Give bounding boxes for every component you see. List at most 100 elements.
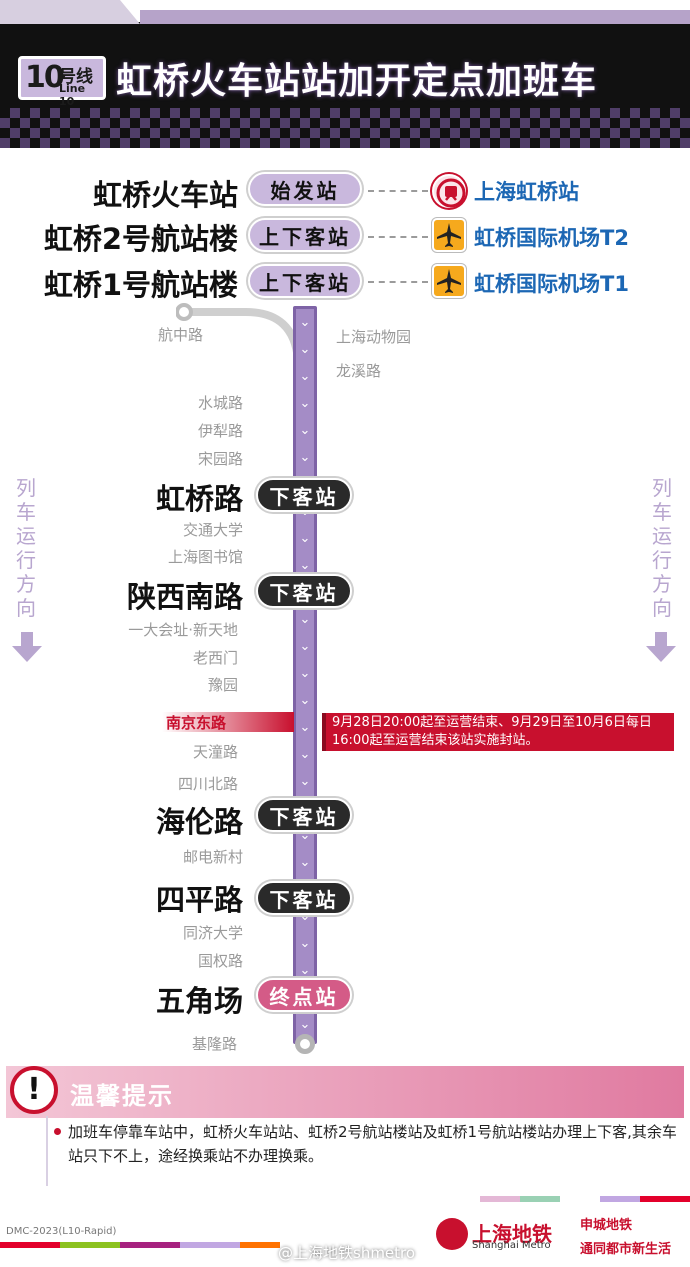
transfer-hongqiao-station: 上海虹桥站 <box>474 180 579 204</box>
station-sichuan-north: 四川北路 <box>177 775 238 793</box>
metro-logo-icon <box>436 1218 468 1250</box>
line-color-bar <box>480 1196 520 1202</box>
line-en: Line 10 <box>59 82 86 108</box>
track-chevron: ⌄ <box>299 1017 311 1032</box>
station-shaanxi-south: 陕西南路 <box>126 580 243 614</box>
track-chevron: ⌄ <box>299 774 311 789</box>
line-track <box>293 306 317 1044</box>
track-chevron: ⌄ <box>299 531 311 546</box>
tag-board-alight-t2: 上下客站 <box>248 218 362 252</box>
line-color-bar <box>240 1242 280 1248</box>
line-color-bar <box>120 1242 180 1248</box>
tag-terminal: 终点站 <box>256 978 352 1012</box>
track-chevron: ⌄ <box>299 612 311 627</box>
station-youdian: 邮电新村 <box>182 848 243 866</box>
down-arrow-icon <box>12 632 42 662</box>
slogan-line1: 申城地铁 <box>580 1218 633 1233</box>
station-jilong: 基隆路 <box>192 1035 238 1053</box>
track-chevron: ⌄ <box>299 369 311 384</box>
header-corner-band <box>0 0 140 24</box>
track-chevron: ⌄ <box>299 855 311 870</box>
track-chevron: ⌄ <box>299 639 311 654</box>
station-hailun: 海伦路 <box>155 805 243 839</box>
station-tiantong: 天潼路 <box>192 743 238 761</box>
checker-pattern <box>0 108 690 148</box>
line-hao: 号线 <box>59 67 93 87</box>
direction-label-left: 列车运行方向 <box>16 476 36 620</box>
down-arrow-icon <box>646 632 676 662</box>
station-yidahui: 一大会址·新天地 <box>128 621 238 639</box>
direction-label-right: 列车运行方向 <box>652 476 672 620</box>
tag-alight-only: 下客站 <box>256 798 352 832</box>
track-chevron: ⌄ <box>299 963 311 978</box>
transfer-connector <box>368 236 428 238</box>
station-siping: 四平路 <box>155 883 243 917</box>
station-yili: 伊犁路 <box>197 422 243 440</box>
transfer-connector <box>368 190 428 192</box>
airplane-icon <box>432 218 466 252</box>
track-chevron: ⌄ <box>299 315 311 330</box>
weibo-watermark: @上海地铁shmetro <box>278 1244 416 1262</box>
track-chevron: ⌄ <box>299 936 311 951</box>
metro-logo-en: Shanghai Metro <box>472 1240 551 1251</box>
track-chevron: ⌄ <box>299 720 311 735</box>
track-chevron: ⌄ <box>299 342 311 357</box>
track-chevron: ⌄ <box>299 666 311 681</box>
line-color-bar <box>180 1242 240 1248</box>
station-guoquan: 国权路 <box>197 952 243 970</box>
transfer-airport-t2: 虹桥国际机场T2 <box>474 226 629 250</box>
page-title: 虹桥火车站站加开定点加班车 <box>116 61 598 102</box>
line-color-bar <box>520 1196 560 1202</box>
tag-alight-only: 下客站 <box>256 478 352 512</box>
bullet-icon <box>54 1128 61 1135</box>
tips-text: 加班车停靠车站中，虹桥火车站站、虹桥2号航站楼站及虹桥1号航站楼站办理上下客,其… <box>68 1123 677 1165</box>
station-hongqiao-t1: 虹桥1号航站楼 <box>43 268 238 302</box>
station-hangzhong: 航中路 <box>158 326 204 344</box>
track-chevron: ⌄ <box>299 747 311 762</box>
station-zoo: 上海动物园 <box>336 328 412 346</box>
tips-header: 温馨提示 <box>6 1066 684 1118</box>
line-badge: 10 号线 Line 10 <box>18 56 106 108</box>
exclamation-icon: ! <box>10 1066 58 1114</box>
slogan-line2: 通同都市新生活 <box>580 1242 672 1257</box>
tag-board-alight-t1: 上下客站 <box>248 264 362 298</box>
line-color-bar <box>600 1196 640 1202</box>
closure-notice: 9月28日20:00起至运营结束、9月29日至10月6日每日16:00起至运营结… <box>322 713 674 751</box>
station-nanjing-east: 南京东路 <box>166 714 227 732</box>
line-end-marker <box>295 1034 315 1054</box>
tag-alight-only: 下客站 <box>256 881 352 915</box>
airplane-icon <box>432 264 466 298</box>
tag-alight-only: 下客站 <box>256 574 352 608</box>
tips-box <box>46 1116 686 1186</box>
station-longxi: 龙溪路 <box>336 362 382 380</box>
document-code: DMC-2023(L10-Rapid) <box>6 1226 117 1237</box>
track-chevron: ⌄ <box>299 450 311 465</box>
station-wujiaochang: 五角场 <box>155 984 243 1018</box>
track-chevron: ⌄ <box>299 828 311 843</box>
station-laoximen: 老西门 <box>192 649 238 667</box>
track-chevron: ⌄ <box>299 693 311 708</box>
station-hongqiao-t2: 虹桥2号航站楼 <box>43 222 238 256</box>
track-chevron: ⌄ <box>299 558 311 573</box>
station-shuicheng: 水城路 <box>197 394 243 412</box>
track-chevron: ⌄ <box>299 396 311 411</box>
station-songyuan: 宋园路 <box>197 450 243 468</box>
header-banner: 10 号线 Line 10 虹桥火车站站加开定点加班车 <box>0 0 690 148</box>
transfer-airport-t1: 虹桥国际机场T1 <box>474 272 629 296</box>
transfer-connector <box>368 281 428 283</box>
tips-title: 温馨提示 <box>70 1082 174 1110</box>
rail-icon <box>432 174 466 208</box>
station-yuyuan: 豫园 <box>207 676 238 694</box>
track-chevron: ⌄ <box>297 910 313 923</box>
line-number: 10 <box>25 60 65 95</box>
station-jiaotong: 交通大学 <box>182 521 243 539</box>
metro-logo-text: 上海地铁 <box>472 1222 552 1246</box>
line-color-bar <box>640 1196 690 1202</box>
header-purple-band <box>140 10 690 24</box>
station-tongji: 同济大学 <box>182 924 243 942</box>
line-color-bar <box>0 1242 60 1248</box>
station-hongqiao-road: 虹桥路 <box>155 482 243 516</box>
station-hongqiao-railway: 虹桥火车站 <box>92 178 238 212</box>
closed-station-highlight <box>162 712 294 732</box>
track-chevron: ⌄ <box>299 423 311 438</box>
